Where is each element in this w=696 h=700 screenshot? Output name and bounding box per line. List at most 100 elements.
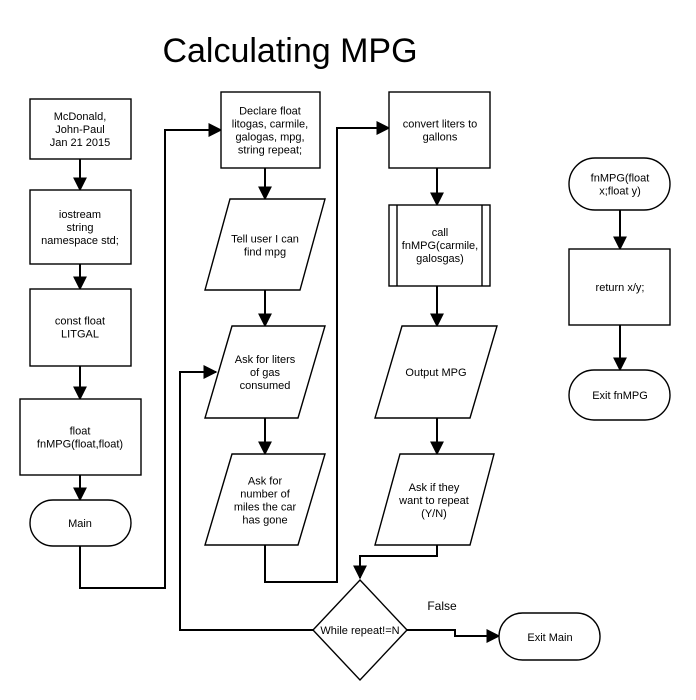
node-ask-repeat-parallelogram <box>374 453 495 546</box>
node-header-box <box>29 98 132 160</box>
label-line: Tell user I can <box>231 234 299 246</box>
label-line: Output MPG <box>405 367 466 379</box>
node-exit-main-label: Exit Main <box>527 632 572 644</box>
label-line: (Y/N) <box>421 508 447 520</box>
label-line: While repeat!=N <box>320 625 399 637</box>
node-fn-exit-label: Exit fnMPG <box>592 390 648 402</box>
label-line: Declare float <box>239 106 301 118</box>
node-call-box <box>388 204 491 287</box>
node-fn-return-box <box>568 248 671 326</box>
label-line: namespace std; <box>41 235 119 247</box>
label-line: const float <box>55 316 105 328</box>
label-line: return x/y; <box>596 282 645 294</box>
node-main: Main <box>29 499 132 547</box>
label-line: fnMPG(float,float) <box>37 439 123 451</box>
label-line: John-Paul <box>55 124 105 136</box>
label-line: consumed <box>240 380 291 392</box>
label-line: want to repeat <box>398 495 469 507</box>
node-fn-exit: Exit fnMPG <box>568 369 671 421</box>
label-line: gallons <box>423 132 458 144</box>
label-line: x;float y) <box>599 186 641 198</box>
edge-main-to-declare <box>79 123 223 589</box>
node-decision: While repeat!=N <box>312 578 408 682</box>
edge-decision-loop-back <box>179 365 313 631</box>
edge-ask-repeat-to-decision <box>353 545 438 580</box>
node-const-box <box>29 288 132 367</box>
node-output: Output MPG <box>374 325 498 419</box>
label-line: Main <box>68 518 92 530</box>
node-fn-exit-terminator <box>568 369 671 421</box>
label-line: Exit Main <box>527 632 572 644</box>
label-line: of gas <box>250 367 280 379</box>
edge-ask-miles-to-convert <box>264 121 391 583</box>
label-line: Exit fnMPG <box>592 390 648 402</box>
label-line: LITGAL <box>61 329 99 341</box>
connectors <box>73 121 627 643</box>
label-line: fnMPG(float <box>591 173 650 185</box>
label-line: McDonald, <box>54 111 107 123</box>
node-decision-diamond <box>312 578 408 682</box>
node-fn-return-label: return x/y; <box>596 282 645 294</box>
node-decision-label: While repeat!=N <box>320 625 399 637</box>
label-line: Ask for liters <box>235 354 296 366</box>
label-line: galogas, mpg, <box>235 132 304 144</box>
node-fn-return: return x/y; <box>568 248 671 326</box>
label-line: find mpg <box>244 247 286 259</box>
label-line: string repeat; <box>238 145 302 157</box>
label-line: convert liters to <box>403 119 478 131</box>
node-ask-liters-parallelogram <box>204 325 326 419</box>
label-line: galosgas) <box>416 253 464 265</box>
node-tell-parallelogram <box>204 198 326 291</box>
label-line: miles the car <box>234 502 297 514</box>
node-exit-main: Exit Main <box>498 612 601 661</box>
label-line: Jan 21 2015 <box>50 137 111 149</box>
node-declare-box <box>220 91 321 169</box>
node-includes-box <box>29 189 132 265</box>
label-line: iostream <box>59 209 101 221</box>
edge-label-false: False <box>427 599 457 613</box>
node-main-terminator <box>29 499 132 547</box>
label-line: litogas, carmile, <box>232 119 308 131</box>
edge-decision-false-to-exit <box>407 629 501 643</box>
label-line: has gone <box>242 515 287 527</box>
label-line: string <box>67 222 94 234</box>
node-fn-start-terminator <box>568 157 671 211</box>
diagram-title: Calculating MPG <box>162 32 417 70</box>
node-exit-main-terminator <box>498 612 601 661</box>
label-line: fnMPG(carmile, <box>402 240 478 252</box>
node-convert-box <box>388 91 491 169</box>
label-line: float <box>70 426 91 438</box>
label-line: number of <box>240 489 290 501</box>
node-main-label: Main <box>68 518 92 530</box>
node-proto-box <box>19 398 142 476</box>
label-line: Ask if they <box>409 482 460 494</box>
label-line: call <box>432 227 449 239</box>
node-ask-miles-parallelogram <box>204 453 326 546</box>
label-line: Ask for <box>248 476 283 488</box>
